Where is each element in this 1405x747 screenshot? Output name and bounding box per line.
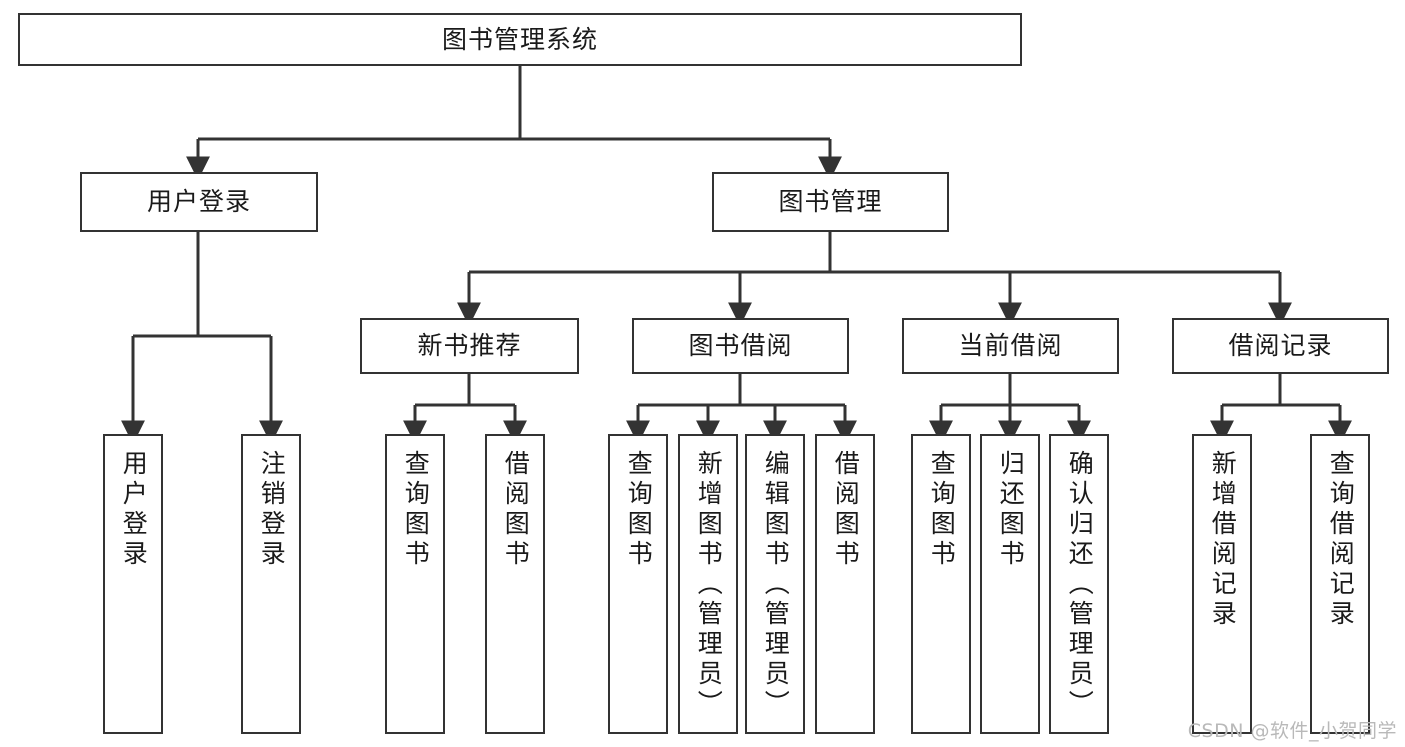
- node-user-login[interactable]: 用户登录: [80, 172, 318, 232]
- node-leaf-borrow-book-2[interactable]: 借阅图书: [815, 434, 875, 734]
- node-label: 用户登录: [119, 450, 149, 570]
- node-label: 新书推荐: [417, 331, 522, 361]
- node-leaf-query-record[interactable]: 查询借阅记录: [1310, 434, 1370, 734]
- node-leaf-edit-book[interactable]: 编辑图书（管理员）: [745, 434, 805, 734]
- node-label: 编辑图书（管理员）: [761, 450, 791, 720]
- node-label: 图书借阅: [688, 331, 793, 361]
- node-leaf-return-book[interactable]: 归还图书: [980, 434, 1040, 734]
- node-label: 新增借阅记录: [1208, 450, 1238, 630]
- node-label: 查询图书: [624, 450, 654, 570]
- node-label: 借阅图书: [501, 450, 531, 570]
- node-label: 归还图书: [996, 450, 1026, 570]
- node-current-borrow[interactable]: 当前借阅: [902, 318, 1119, 374]
- node-new-book-recommend[interactable]: 新书推荐: [360, 318, 579, 374]
- node-label: 当前借阅: [958, 331, 1063, 361]
- node-label: 图书管理: [778, 187, 883, 217]
- node-leaf-user-login[interactable]: 用户登录: [103, 434, 163, 734]
- node-leaf-confirm-return[interactable]: 确认归还（管理员）: [1049, 434, 1109, 734]
- node-leaf-borrow-book-1[interactable]: 借阅图书: [485, 434, 545, 734]
- node-label: 查询图书: [401, 450, 431, 570]
- node-root-system[interactable]: 图书管理系统: [18, 13, 1022, 66]
- node-book-management[interactable]: 图书管理: [712, 172, 949, 232]
- node-leaf-add-record[interactable]: 新增借阅记录: [1192, 434, 1252, 734]
- node-borrow-record[interactable]: 借阅记录: [1172, 318, 1389, 374]
- node-label: 借阅记录: [1228, 331, 1333, 361]
- node-leaf-query-book-2[interactable]: 查询图书: [608, 434, 668, 734]
- node-book-borrow[interactable]: 图书借阅: [632, 318, 849, 374]
- node-label: 图书管理系统: [441, 24, 598, 54]
- node-leaf-query-book-1[interactable]: 查询图书: [385, 434, 445, 734]
- node-label: 用户登录: [146, 187, 251, 217]
- node-label: 新增图书（管理员）: [694, 450, 724, 720]
- node-label: 借阅图书: [831, 450, 861, 570]
- node-label: 查询图书: [927, 450, 957, 570]
- node-label: 注销登录: [257, 450, 287, 570]
- node-leaf-add-book[interactable]: 新增图书（管理员）: [678, 434, 738, 734]
- node-label: 确认归还（管理员）: [1065, 450, 1095, 720]
- node-leaf-logout-login[interactable]: 注销登录: [241, 434, 301, 734]
- node-leaf-query-book-3[interactable]: 查询图书: [911, 434, 971, 734]
- watermark-text: CSDN @软件_小贺同学: [1187, 720, 1397, 742]
- node-label: 查询借阅记录: [1326, 450, 1356, 630]
